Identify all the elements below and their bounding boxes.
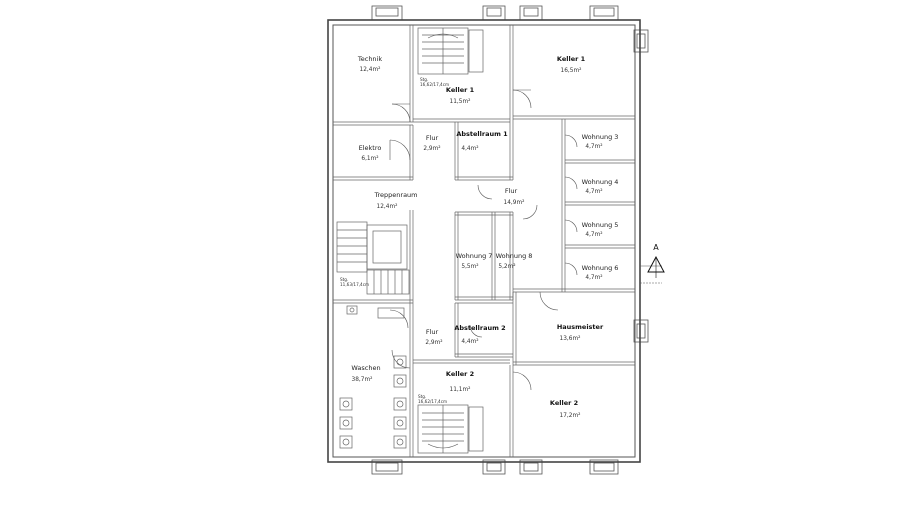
room-wohnung-8: Wohnung 8 5,2m²: [496, 252, 533, 270]
room-flur-middle-area: 14,9m²: [504, 199, 525, 206]
room-wohnung-7: Wohnung 7 5,5m²: [456, 252, 493, 270]
room-abstellraum-1-area: 4,4m²: [461, 145, 478, 152]
room-keller2-big: Keller 2 17,2m²: [550, 399, 581, 419]
room-elektro: Elektro 6,1m²: [359, 144, 382, 162]
stair-bottom-note-1: Stg.: [418, 394, 426, 399]
room-wohnung-6-name: Wohnung 6: [582, 264, 619, 272]
room-keller1-big: Keller 1 16,5m²: [557, 55, 586, 74]
room-technik: Technik 12,4m²: [357, 55, 382, 73]
windows-bottom: [371, 459, 619, 475]
stair-mid-note-1: Stg.: [340, 277, 348, 282]
washing-machines: [339, 305, 407, 449]
room-technik-name: Technik: [357, 55, 382, 63]
room-abstellraum-2: Abstellraum 2 4,4m²: [454, 324, 505, 345]
stair-bottom: [417, 404, 484, 454]
windows-top: [371, 5, 619, 21]
room-flur-top: Flur 2,9m²: [423, 134, 440, 152]
room-keller1-small: Keller 1 11,5m²: [446, 86, 475, 105]
room-wohnung-7-area: 5,5m²: [461, 263, 478, 270]
room-abstellraum-2-area: 4,4m²: [461, 338, 478, 345]
room-keller2-small-name: Keller 2: [446, 370, 474, 378]
room-wohnung-3-name: Wohnung 3: [582, 133, 619, 141]
room-flur-top-area: 2,9m²: [423, 145, 440, 152]
room-flur-middle-name: Flur: [505, 187, 518, 195]
room-wohnung-6: Wohnung 6 4,7m²: [582, 264, 619, 281]
room-hausmeister-area: 13,6m²: [560, 335, 581, 342]
room-waschen-name: Waschen: [351, 364, 380, 372]
room-wohnung-8-area: 5,2m²: [498, 263, 515, 270]
room-keller1-small-area: 11,5m²: [450, 98, 471, 105]
section-label: A: [653, 243, 659, 252]
outer-wall-inner: [332, 24, 636, 458]
room-wohnung-7-name: Wohnung 7: [456, 252, 493, 260]
room-flur-bottom-area: 2,9m²: [425, 339, 442, 346]
room-waschen: Waschen 38,7m²: [351, 364, 380, 383]
room-hausmeister: Hausmeister 13,6m²: [557, 323, 604, 342]
room-keller2-small-area: 11,1m²: [450, 386, 471, 393]
room-wohnung-6-area: 4,7m²: [585, 274, 602, 281]
room-keller1-big-area: 16,5m²: [561, 67, 582, 74]
room-abstellraum-2-name: Abstellraum 2: [454, 324, 505, 332]
room-wohnung-5-area: 4,7m²: [585, 231, 602, 238]
room-treppenraum-name: Treppenraum: [373, 191, 417, 199]
stair-middle: [336, 221, 410, 295]
doors: [389, 89, 578, 391]
outer-wall: [327, 19, 641, 463]
section-marker: A: [640, 243, 665, 284]
stair-top-note-2: 16,62/17,4cm: [420, 82, 449, 87]
room-elektro-area: 6,1m²: [361, 155, 378, 162]
interior-walls: [333, 25, 635, 457]
room-keller2-small: Keller 2 11,1m²: [446, 370, 474, 393]
room-wohnung-8-name: Wohnung 8: [496, 252, 533, 260]
room-keller2-big-area: 17,2m²: [560, 412, 581, 419]
room-wohnung-4: Wohnung 4 4,7m²: [582, 178, 619, 195]
room-wohnung-5: Wohnung 5 4,7m²: [582, 221, 619, 238]
room-wohnung-3-area: 4,7m²: [585, 143, 602, 150]
room-treppenraum-area: 12,4m²: [377, 203, 398, 210]
room-wohnung-5-name: Wohnung 5: [582, 221, 619, 229]
room-wohnung-4-name: Wohnung 4: [582, 178, 619, 186]
room-wohnung-3: Wohnung 3 4,7m²: [582, 133, 619, 150]
room-keller1-small-name: Keller 1: [446, 86, 475, 94]
windows-right: [633, 29, 649, 343]
room-technik-area: 12,4m²: [360, 66, 381, 73]
room-abstellraum-1-name: Abstellraum 1: [456, 130, 508, 138]
room-flur-bottom: Flur 2,9m²: [425, 328, 442, 346]
room-keller2-big-name: Keller 2: [550, 399, 578, 407]
room-flur-bottom-name: Flur: [426, 328, 439, 336]
room-elektro-name: Elektro: [359, 144, 382, 152]
room-abstellraum-1: Abstellraum 1 4,4m²: [456, 130, 508, 152]
room-keller1-big-name: Keller 1: [557, 55, 586, 63]
stair-top-note-1: Stg.: [420, 77, 428, 82]
room-treppenraum: Treppenraum 12,4m²: [373, 191, 417, 210]
room-hausmeister-name: Hausmeister: [557, 323, 604, 331]
room-flur-middle: Flur 14,9m²: [504, 187, 525, 206]
room-waschen-area: 38,7m²: [352, 376, 373, 383]
room-flur-top-name: Flur: [426, 134, 439, 142]
stair-bottom-note-2: 16,62/17,4cm: [418, 399, 447, 404]
stair-mid-note-2: 11,63/17,4cm: [340, 282, 369, 287]
room-wohnung-4-area: 4,7m²: [585, 188, 602, 195]
stair-top: [417, 27, 484, 75]
